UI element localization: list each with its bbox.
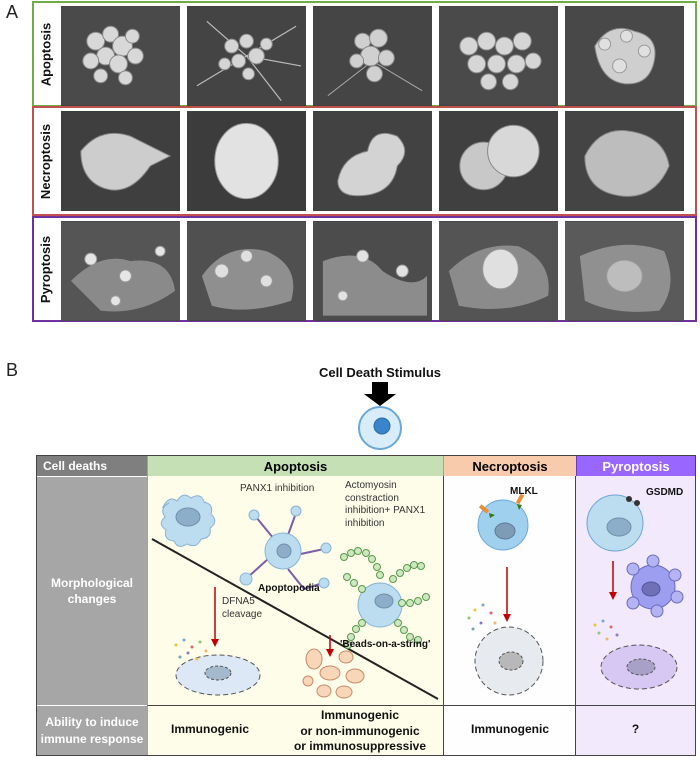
- sem-image: [61, 111, 180, 211]
- pyroptosis-immune-cell: [576, 705, 695, 755]
- gsdmd-pore-icon: [626, 496, 640, 506]
- sem-image: [565, 6, 684, 106]
- sem-image: [439, 111, 558, 211]
- apoptosis-diagram: [151, 494, 439, 700]
- sem-image: [439, 6, 558, 106]
- annotation-beads: 'Beads-on-a-string': [340, 639, 431, 650]
- pyroptosis-row-label: Pyroptosis: [38, 235, 54, 303]
- sem-image: [61, 221, 180, 321]
- stimulus-label: Cell Death Stimulus: [318, 365, 442, 380]
- immune-pyroptosis: ?: [631, 722, 640, 736]
- necroptosis-image-row: Necroptosis: [32, 106, 697, 216]
- annotation-panx1: PANX1 inhibition: [240, 483, 315, 494]
- necroptosis-immune-cell: [444, 705, 576, 755]
- header-cell-deaths: Cell deaths: [37, 456, 147, 476]
- beads-cell-icon: [340, 547, 430, 649]
- arrow-down-icon: [364, 382, 396, 406]
- pyroptotic-cell-icon: [586, 494, 644, 552]
- sem-image: [187, 111, 306, 211]
- pyroptosis-diagram: [586, 494, 684, 690]
- necroptosis-row-label: Necroptosis: [38, 123, 54, 199]
- sem-image: [61, 6, 180, 106]
- header-pyroptosis: Pyroptosis: [576, 456, 695, 476]
- apoptosis-immune-cell: [147, 705, 444, 755]
- immune-necroptosis: Immunogenic: [470, 722, 549, 736]
- blebbing-cell-icon: [160, 494, 216, 547]
- sem-image: [565, 111, 684, 211]
- swollen-cell-icon: [626, 554, 684, 618]
- immune-apoptosis-right: Immunogenic or non-immunogenic or immuno…: [293, 708, 427, 754]
- apoptosis-image-row: Apoptosis: [32, 1, 697, 107]
- stimulus-diagram: [358, 382, 402, 450]
- row-label-immune: Ability to induce immune response: [37, 705, 147, 755]
- annotation-mlkl: MLKL: [510, 486, 538, 497]
- necroptotic-cell-icon: [477, 499, 529, 551]
- leaky-cell-icon: [174, 638, 261, 696]
- pyroptosis-image-row: Pyroptosis: [32, 216, 697, 322]
- sem-image: [187, 6, 306, 106]
- divider-line: [151, 538, 439, 700]
- sem-image: [187, 221, 306, 321]
- header-necroptosis: Necroptosis: [444, 456, 576, 476]
- sem-image: [313, 111, 432, 211]
- row-label-morphology: Morphological changes: [37, 476, 147, 705]
- apoptotic-bodies-icon: [302, 648, 365, 699]
- sem-image: [439, 221, 558, 321]
- panel-a-letter: A: [6, 2, 19, 22]
- nucleus-icon: [373, 417, 391, 435]
- annotation-dfna5: DFNA5 cleavage: [222, 596, 263, 620]
- lysed-cell-icon: [600, 644, 678, 690]
- comparison-table: [36, 455, 696, 756]
- lysed-cell-icon: [474, 626, 544, 696]
- necroptosis-diagram: [467, 493, 544, 696]
- panel-b-letter: B: [6, 360, 19, 380]
- annotation-gsdmd: GSDMD: [646, 487, 684, 498]
- annotation-apoptopodia: Apoptopodia: [258, 583, 320, 594]
- annotation-actomyosin: Actomyosin constraction inhibition+ PANX…: [345, 480, 426, 529]
- sem-image: [313, 221, 432, 321]
- immune-apoptosis-left: Immunogenic: [170, 722, 249, 736]
- header-apoptosis: Apoptosis: [147, 456, 444, 476]
- sem-image: [565, 221, 684, 321]
- sem-image: [313, 6, 432, 106]
- apoptosis-row-label: Apoptosis: [38, 22, 54, 86]
- mlkl-icon: [478, 493, 525, 518]
